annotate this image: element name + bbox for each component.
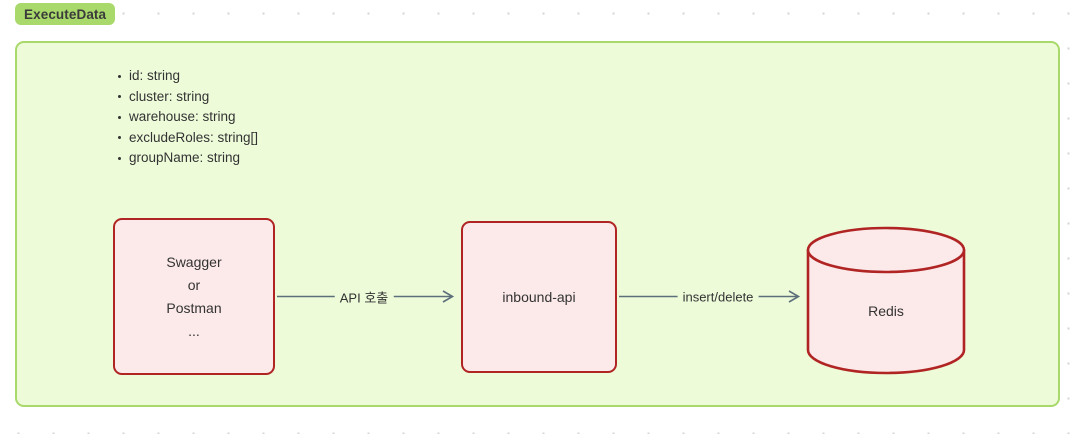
list-item: id: string [117,66,258,87]
node-client-line-3: Postman [166,299,222,316]
list-item: warehouse: string [117,107,258,128]
edge-label-api-call: API 호출 [334,287,394,306]
node-client-line-1: Swagger [166,253,222,270]
list-item: groupName: string [117,148,258,169]
subgraph-label-executedata[interactable]: ExecuteData [15,3,116,25]
edge-label-insert-delete: insert/delete [677,289,759,304]
node-client-text: Swagger or Postman ... [166,251,221,343]
node-client-line-2: or [187,276,201,293]
node-client-line-4: ... [188,322,200,339]
node-redis-label: Redis [868,303,904,319]
node-swagger-or-postman[interactable]: Swagger or Postman ... [113,218,275,375]
list-item: excludeRoles: string[] [117,128,258,149]
cylinder-icon [806,226,966,375]
node-inbound-api[interactable]: inbound-api [461,221,617,373]
node-api-label: inbound-api [502,288,576,305]
list-item: cluster: string [117,87,258,108]
node-redis-database[interactable]: Redis [806,226,966,375]
field-list: id: string cluster: string warehouse: st… [113,66,258,169]
